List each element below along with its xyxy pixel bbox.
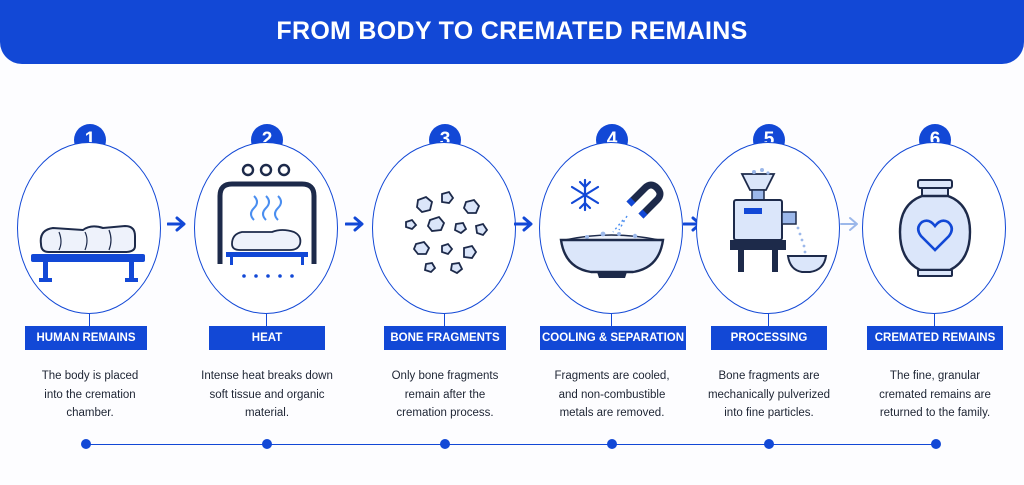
connector-line — [89, 314, 90, 326]
step-illustration-frame — [539, 142, 683, 314]
processor-machine-icon — [730, 168, 828, 273]
step-description: Intense heat breaks down soft tissue and… — [201, 370, 333, 419]
step-description: Fragments are cooled, and non-combustibl… — [554, 370, 670, 419]
arrow-right-icon — [167, 216, 186, 232]
header-banner: FROM BODY TO CREMATED REMAINS — [0, 0, 1024, 64]
step-label: PROCESSING — [711, 326, 827, 350]
timeline-dot — [764, 439, 774, 449]
timeline-dot — [262, 439, 272, 449]
cremation-chamber-icon — [217, 163, 317, 278]
timeline-dot — [607, 439, 617, 449]
timeline-dot — [931, 439, 941, 449]
step-label: CREMATED REMAINS — [867, 326, 1003, 350]
body-on-table-icon — [31, 224, 145, 282]
connector-line — [934, 314, 935, 326]
step-label: HUMAN REMAINS — [25, 326, 147, 350]
step-5: 5 PROCESSING Bone frag — [679, 124, 859, 424]
connector-line — [266, 314, 267, 326]
urn-heart-icon — [898, 179, 972, 277]
step-label: BONE FRAGMENTS — [384, 326, 506, 350]
snowflake-icon — [570, 178, 600, 212]
connector-line — [611, 314, 612, 326]
step-illustration-frame — [372, 142, 516, 314]
step-description: The body is placed into the cremation ch… — [41, 370, 139, 419]
timeline-dot — [81, 439, 91, 449]
step-4: 4 COOLING & SEPARATION Frag — [522, 124, 702, 424]
cooling-magnet-bowl-icon — [559, 178, 665, 278]
step-description: Only bone fragments remain after the cre… — [391, 370, 499, 419]
step-1: 1 HUMAN REMAINS The body is placed into … — [0, 124, 180, 424]
step-description: Bone fragments are mechanically pulveriz… — [707, 370, 831, 419]
arrow-right-icon — [345, 216, 364, 232]
step-label: HEAT — [209, 326, 325, 350]
connector-line — [768, 314, 769, 326]
magnet-icon — [626, 181, 664, 219]
timeline-line — [86, 444, 936, 446]
step-label: COOLING & SEPARATION — [540, 326, 686, 350]
bone-fragments-icon — [405, 190, 489, 275]
arrow-right-icon — [840, 217, 858, 231]
page-title: FROM BODY TO CREMATED REMAINS — [276, 16, 748, 45]
step-3: 3 BONE FRAGMENTS Only bone fragments rem… — [355, 124, 535, 424]
connector-line — [444, 314, 445, 326]
step-6: 6 CREMATED REMAINS The fine, granular cr… — [845, 124, 1024, 424]
arrow-right-icon — [514, 216, 533, 232]
step-2: 2 HEAT Intense heat breaks down soft tis… — [177, 124, 357, 424]
step-description: The fine, granular cremated remains are … — [879, 370, 991, 419]
timeline-dot — [440, 439, 450, 449]
